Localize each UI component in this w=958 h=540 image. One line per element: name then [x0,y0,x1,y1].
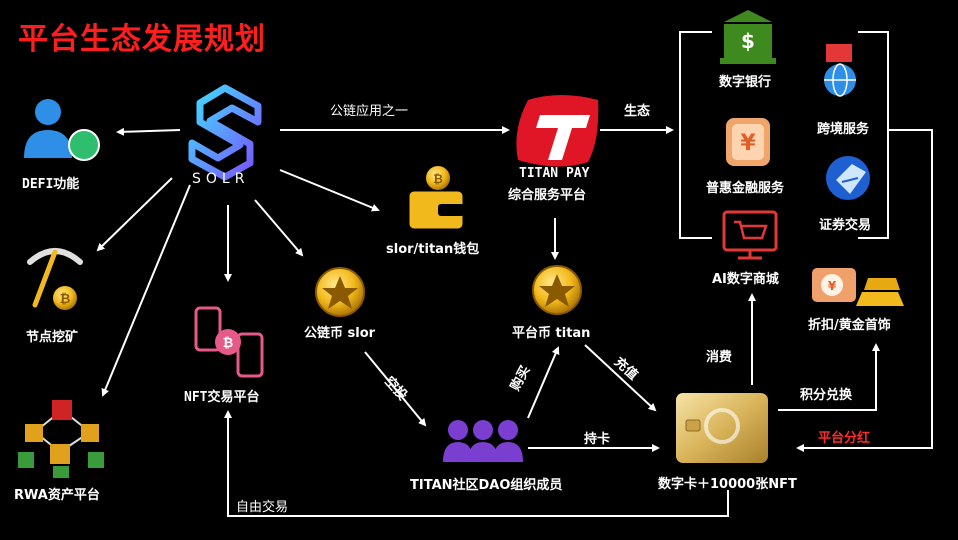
svg-text:$: $ [741,29,755,53]
dao-label: TITAN社区DAO组织成员 [410,478,563,493]
globe-shop-icon [824,44,856,97]
discount-label: 折扣/黄金首饰 [808,318,891,333]
edge-solr-rwa [101,184,191,397]
edge-label-public-chain: 公链应用之一 [330,104,409,119]
card-label: 数字卡＋10000张NFT [658,477,797,492]
wallet-label: slor/titan钱包 [386,242,480,257]
edge-label-hold-card: 持卡 [584,432,611,447]
mall-label: AI数字商城 [712,272,779,287]
inclusive-label: 普惠金融服务 [706,181,785,196]
bank-icon: $ [720,10,776,64]
defi-label: DEFI功能 [22,177,80,192]
chain-coin-label: 公链币 slor [304,326,376,341]
edge-solr-chaincoin [254,199,304,257]
edge-solr-mining [96,177,173,252]
nft-label: NFT交易平台 [184,390,260,405]
finance-tag-icon: ¥ [726,118,770,166]
titan-pay-sub-label: 综合服务平台 [508,188,587,203]
edge-solr-wallet [279,169,380,212]
securities-tag-icon [826,156,870,200]
titan-pay-label: TITAN PAY [519,166,590,181]
bank-label: 数字银行 [719,75,772,90]
ecology-bracket-left [679,31,712,239]
securities-label: 证券交易 [819,218,872,233]
defi-person-icon [24,99,100,161]
edge-label-consume: 消费 [706,350,733,365]
edge-recharge [584,344,657,412]
platform-coin-label: 平台币 titan [512,326,591,341]
mining-label: 节点挖矿 [26,330,79,345]
rwa-network-icon [18,400,104,478]
connectors [96,31,933,517]
svg-text:¥: ¥ [740,131,756,156]
wallet-icon: ₿ [406,166,466,232]
cart-screen-icon [722,210,778,260]
crossborder-label: 跨境服务 [817,122,870,137]
solr-label: SOLR [192,171,250,187]
titan-coin-icon [532,265,582,315]
solr-logo-icon [188,84,262,181]
discount-gold-icon: ¥ [812,268,904,306]
slor-coin-icon [315,267,365,317]
nft-exchange-icon: ₿ [194,306,264,378]
pickaxe-icon: ₿ [27,248,83,310]
svg-text:₿: ₿ [60,292,71,307]
edge-solr-defi [116,127,181,136]
edge-airdrop [364,351,427,427]
ecology-bracket-right [858,31,889,239]
page-title: 平台生态发展规划 [18,22,266,57]
svg-text:₿: ₿ [223,336,234,351]
edge-free-trade [224,410,729,517]
edge-points [778,343,880,411]
rwa-label: RWA资产平台 [14,488,100,503]
digital-card-icon [676,393,768,463]
titan-pay-logo-icon [516,95,599,167]
edge-dividend [796,129,933,452]
edge-label-dividend: 平台分红 [818,431,871,446]
edge-buy [527,346,560,419]
dao-members-icon [443,420,523,462]
edge-label-free-trade: 自由交易 [236,500,289,515]
svg-text:¥: ¥ [828,279,837,293]
edge-label-points: 积分兑换 [800,388,853,403]
svg-text:₿: ₿ [433,172,443,186]
edge-label-ecology: 生态 [624,104,651,119]
